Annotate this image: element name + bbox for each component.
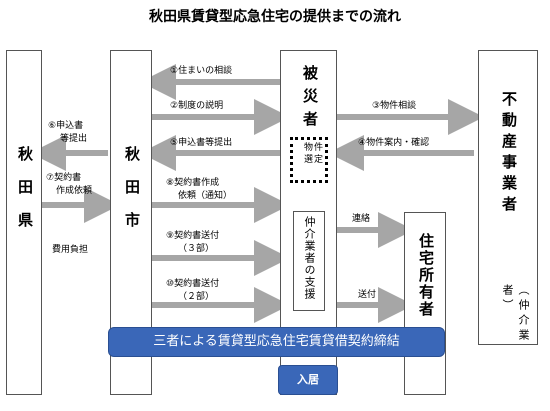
victim-label: 被災者: [301, 65, 319, 134]
realtor-sub-label: （仲介業者）: [501, 284, 530, 344]
diagram-title: 秋田県賃貸型応急住宅の提供までの流れ: [149, 9, 401, 25]
cost-label: 費用負担: [52, 245, 89, 255]
owner-box: 住宅所有者: [404, 212, 446, 395]
step10-label-1: ⑩契約書送付: [166, 279, 220, 289]
property-select-label: 物件選定: [304, 143, 325, 165]
city-label: 秋田市: [123, 146, 141, 245]
step2-label: ②制度の説明: [170, 101, 224, 111]
step4-label: ④物件案内・確認: [358, 138, 430, 148]
step3-label: ③物件相談: [372, 101, 417, 111]
realtor-label: 不動産事業者: [500, 91, 518, 217]
step1-label: ①住まいの相談: [170, 66, 233, 76]
step8-label-2: 依頼（通知）: [178, 191, 233, 201]
step6-label-2: 等提出: [60, 134, 88, 144]
property-select-box: 物件選定: [290, 137, 328, 183]
send-label: 送付: [358, 290, 377, 300]
step5-label: ⑤申込書等提出: [170, 138, 233, 148]
contract-banner: 三者による賃貸型応急住宅賃貸借契約締結: [108, 327, 445, 357]
step6-label-1: ⑥申込書: [48, 121, 84, 131]
step8-label-1: ⑧契約書作成: [166, 178, 220, 188]
step7-label-1: ⑦契約書: [46, 173, 82, 183]
step9-label-2: （３部）: [178, 244, 215, 254]
pref-label: 秋田県: [16, 146, 34, 245]
broker-support-label: 仲介業者の支援: [303, 216, 316, 300]
step9-label-1: ⑨契約書送付: [166, 231, 220, 241]
broker-support-box: 仲介業者の支援: [293, 211, 325, 311]
owner-label: 住宅所有者: [417, 233, 435, 318]
pref-box: 秋田県: [6, 50, 42, 395]
move-in-badge: 入居: [278, 365, 338, 395]
contact-label: 連絡: [352, 214, 371, 224]
realtor-sub-text: 仲介業者: [501, 284, 530, 344]
step7-label-2: 作成依頼: [56, 186, 93, 196]
step10-label-2: （２部）: [178, 292, 215, 302]
realtor-box: 不動産事業者 （仲介業者）: [478, 50, 538, 345]
